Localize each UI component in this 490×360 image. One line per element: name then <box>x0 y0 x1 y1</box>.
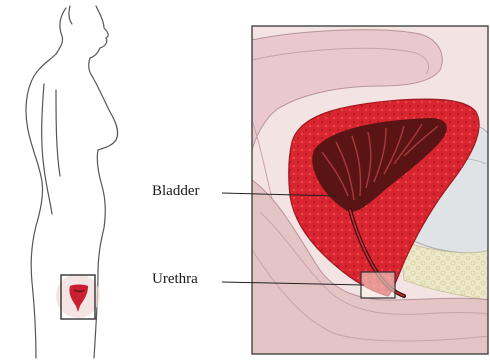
cross-section-panel <box>252 26 490 354</box>
bladder-label: Bladder <box>152 183 199 200</box>
urethra-label: Urethra <box>152 271 198 288</box>
urethra-highlight-box <box>361 272 395 298</box>
pelvic-highlight <box>56 274 100 318</box>
